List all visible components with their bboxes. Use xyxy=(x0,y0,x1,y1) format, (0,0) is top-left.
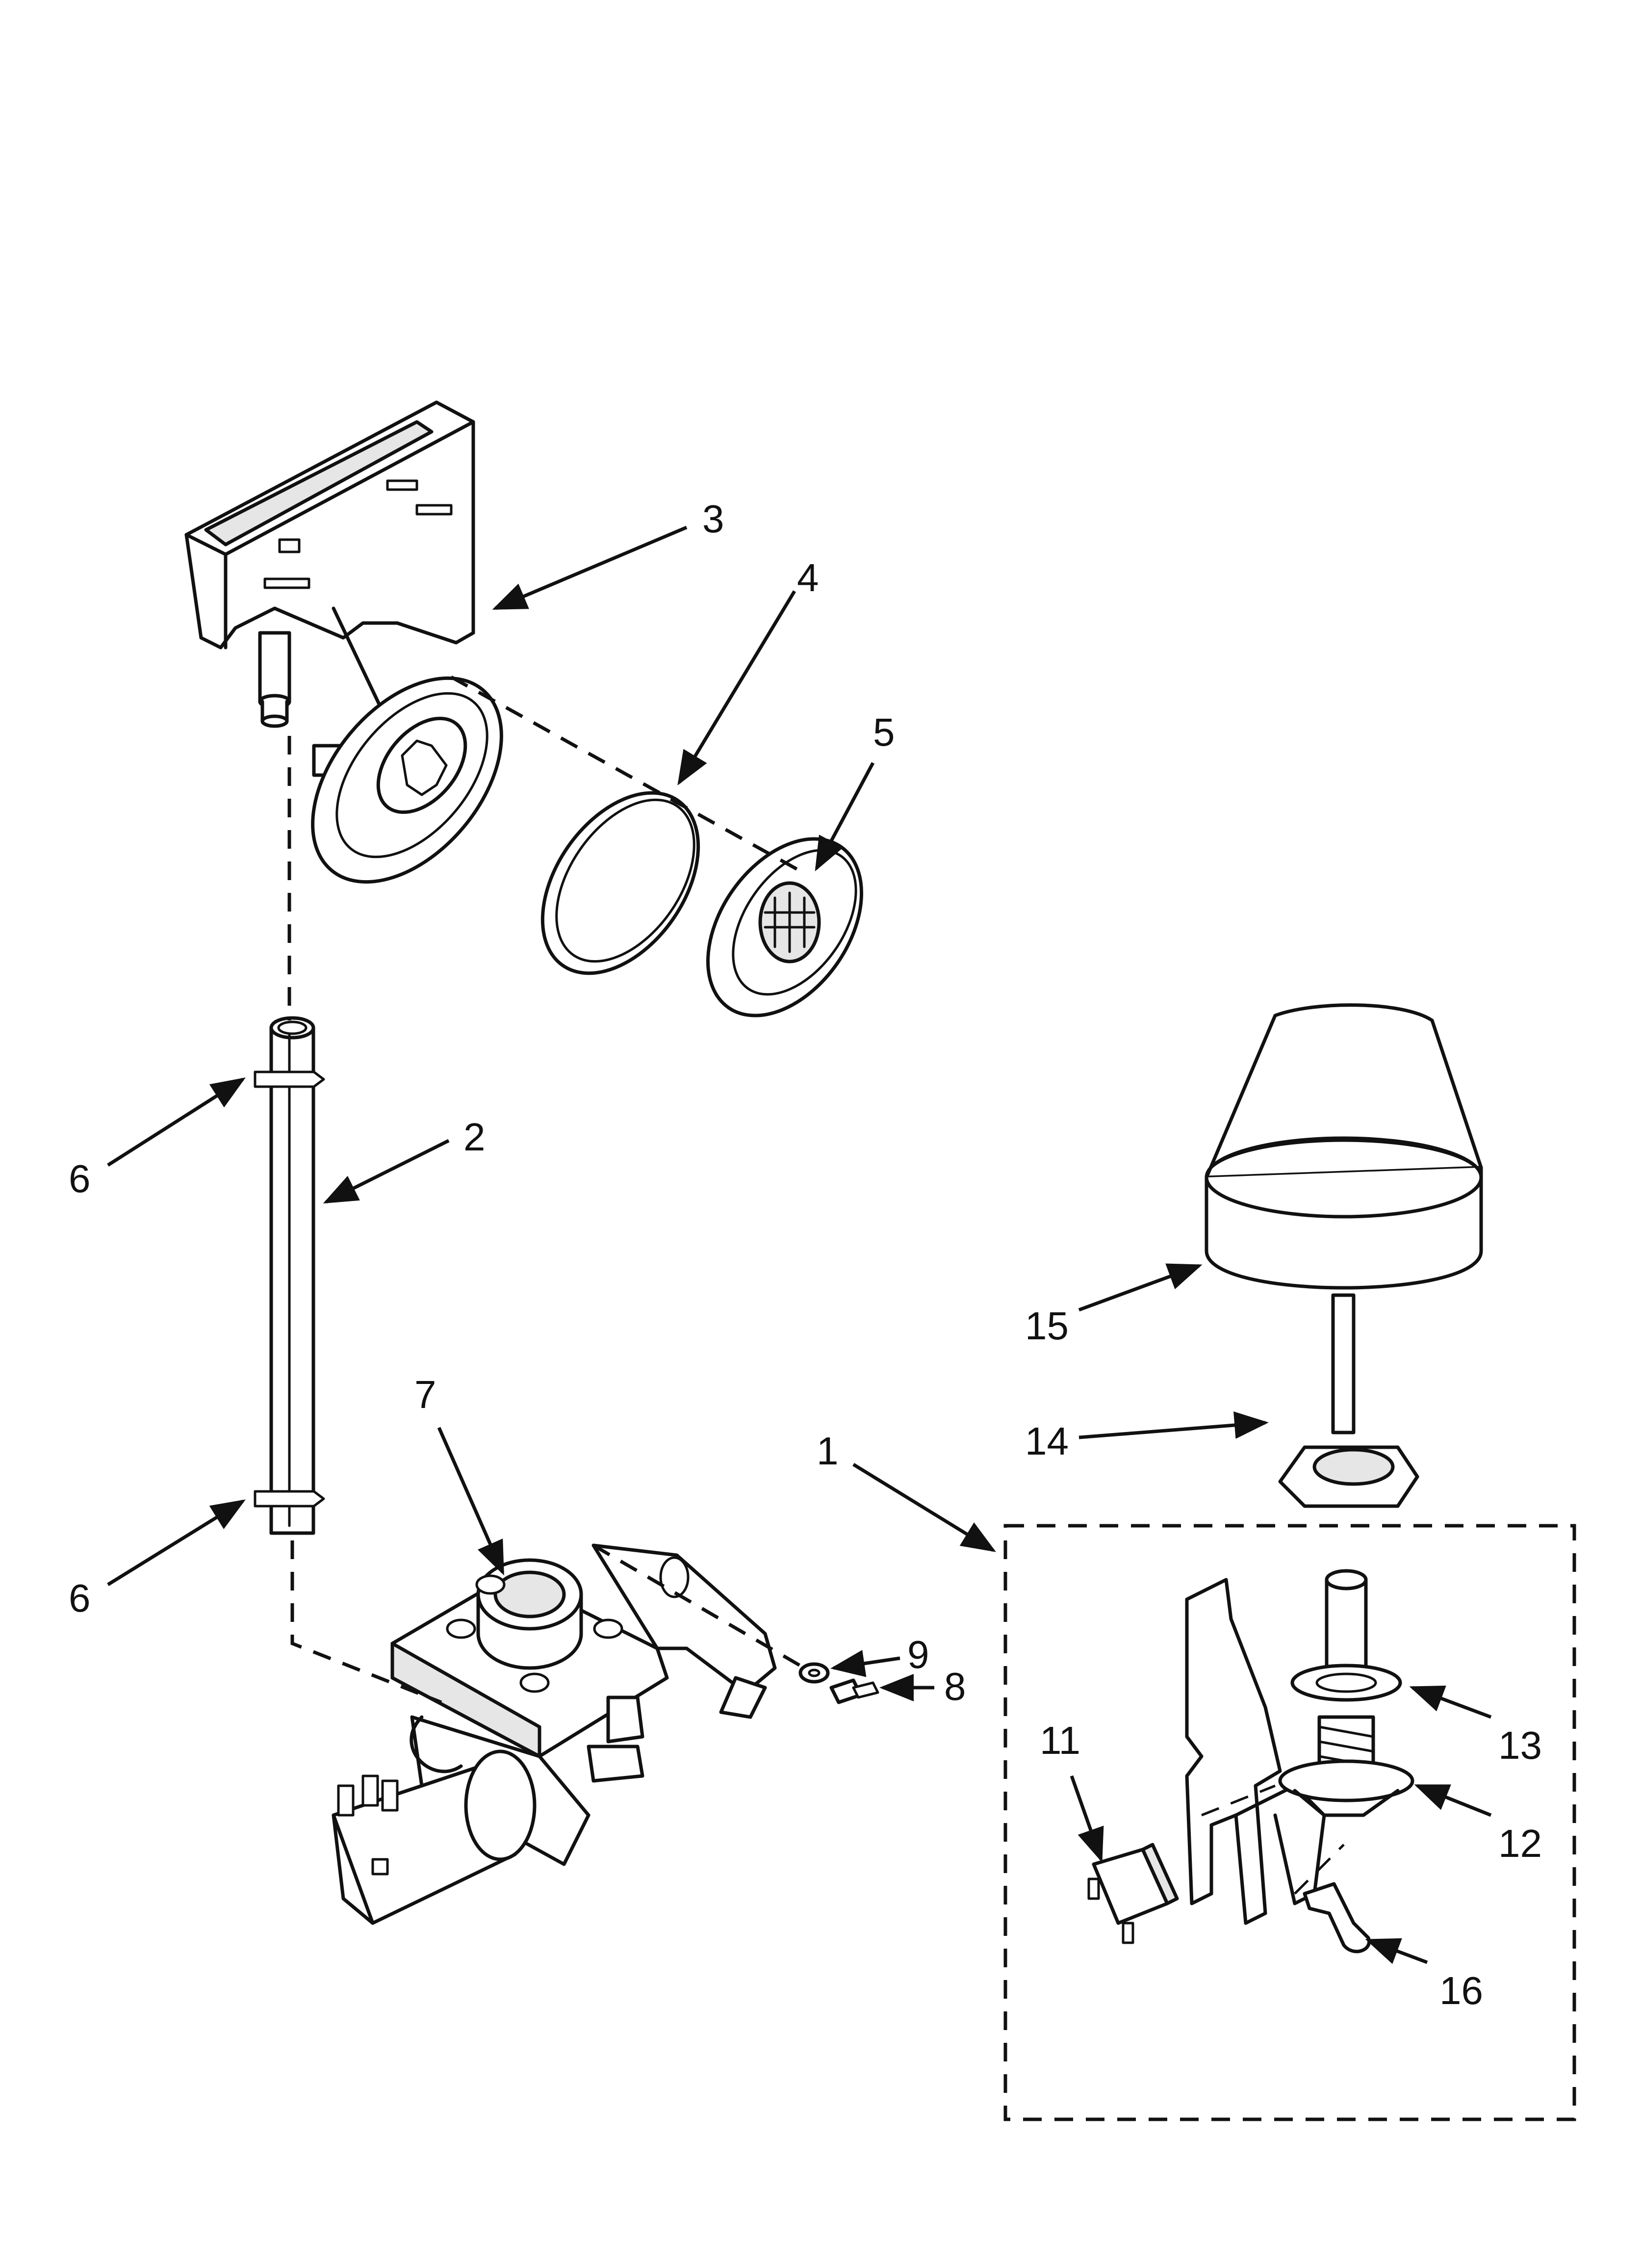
callout-5: 5 xyxy=(873,710,895,754)
part-1-assembly-box xyxy=(1003,1524,1576,2121)
leader-11 xyxy=(1070,1775,1104,1863)
callout-12: 12 xyxy=(1498,1822,1542,1865)
part-13-shaft-washer xyxy=(1290,1569,1402,1702)
leader-6b xyxy=(107,1499,246,1586)
dash-7-to-9 xyxy=(592,1543,805,1670)
leader-6a xyxy=(107,1077,246,1167)
part-14-hex-nut xyxy=(1278,1445,1419,1508)
part-16-lever xyxy=(1303,1882,1371,1954)
part-9-washer xyxy=(798,1662,830,1684)
callout-15: 15 xyxy=(1025,1304,1069,1348)
callout-9: 9 xyxy=(907,1633,929,1676)
dash-3-to-5 xyxy=(450,675,805,875)
callout-2: 2 xyxy=(463,1115,486,1159)
dash-11 xyxy=(1201,1784,1276,1817)
part-2-tube xyxy=(254,1016,325,1535)
leader-2 xyxy=(323,1139,450,1204)
part-5-filter-cap xyxy=(706,837,864,1017)
callout-3: 3 xyxy=(702,497,724,541)
callout-7: 7 xyxy=(414,1373,436,1416)
leader-9 xyxy=(830,1650,900,1677)
part-4-o-ring xyxy=(540,791,700,975)
leader-13 xyxy=(1409,1685,1492,1719)
dash-16 xyxy=(1294,1844,1345,1895)
leader-15 xyxy=(1078,1263,1203,1312)
leader-4 xyxy=(677,590,796,785)
callout-11: 11 xyxy=(1040,1719,1080,1762)
leader-7 xyxy=(437,1427,505,1576)
part-15-float xyxy=(1205,1003,1483,1434)
leader-3 xyxy=(492,525,688,610)
leader-12 xyxy=(1414,1784,1492,1817)
part-3-housing xyxy=(184,400,503,884)
leader-14 xyxy=(1078,1411,1269,1439)
callout-6a: 6 xyxy=(69,1157,91,1200)
callout-14: 14 xyxy=(1025,1419,1069,1463)
part-12-spring xyxy=(1278,1715,1414,1817)
part-11-microswitch xyxy=(1087,1843,1179,1944)
part-7-valve xyxy=(332,1543,777,1925)
leader-16 xyxy=(1365,1938,1428,1964)
part-1-assembly-bracket xyxy=(1185,1578,1326,1925)
part-8-screw xyxy=(829,1678,879,1704)
callout-6b: 6 xyxy=(69,1576,91,1620)
callout-1: 1 xyxy=(817,1429,839,1473)
callout-8: 8 xyxy=(944,1665,966,1708)
callout-4: 4 xyxy=(797,556,819,600)
leader-1 xyxy=(852,1463,996,1552)
callout-16: 16 xyxy=(1439,1969,1483,2012)
leader-5 xyxy=(815,762,875,872)
dash-2-to-7 xyxy=(290,1540,442,1704)
callout-13: 13 xyxy=(1498,1723,1542,1767)
